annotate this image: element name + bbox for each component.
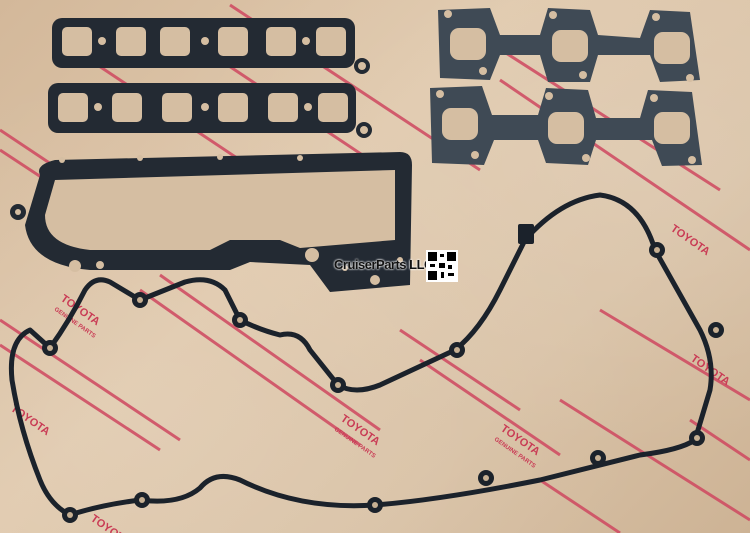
intake-manifold-gasket-1 [52,18,370,74]
qr-code-icon [426,250,458,282]
watermark-text: CruiserParts LLC [334,257,433,272]
exhaust-manifold-gasket-2 [430,86,702,166]
svg-text:TOYOTA: TOYOTA [8,403,52,439]
exhaust-manifold-gasket-1 [438,8,700,82]
svg-text:TOYOTA: TOYOTA [668,223,712,259]
svg-text:TOYOTA: TOYOTA [88,513,132,533]
intake-manifold-gasket-2 [48,83,372,138]
timing-cover-gasket [10,152,412,292]
valve-cover-gasket [8,192,724,523]
